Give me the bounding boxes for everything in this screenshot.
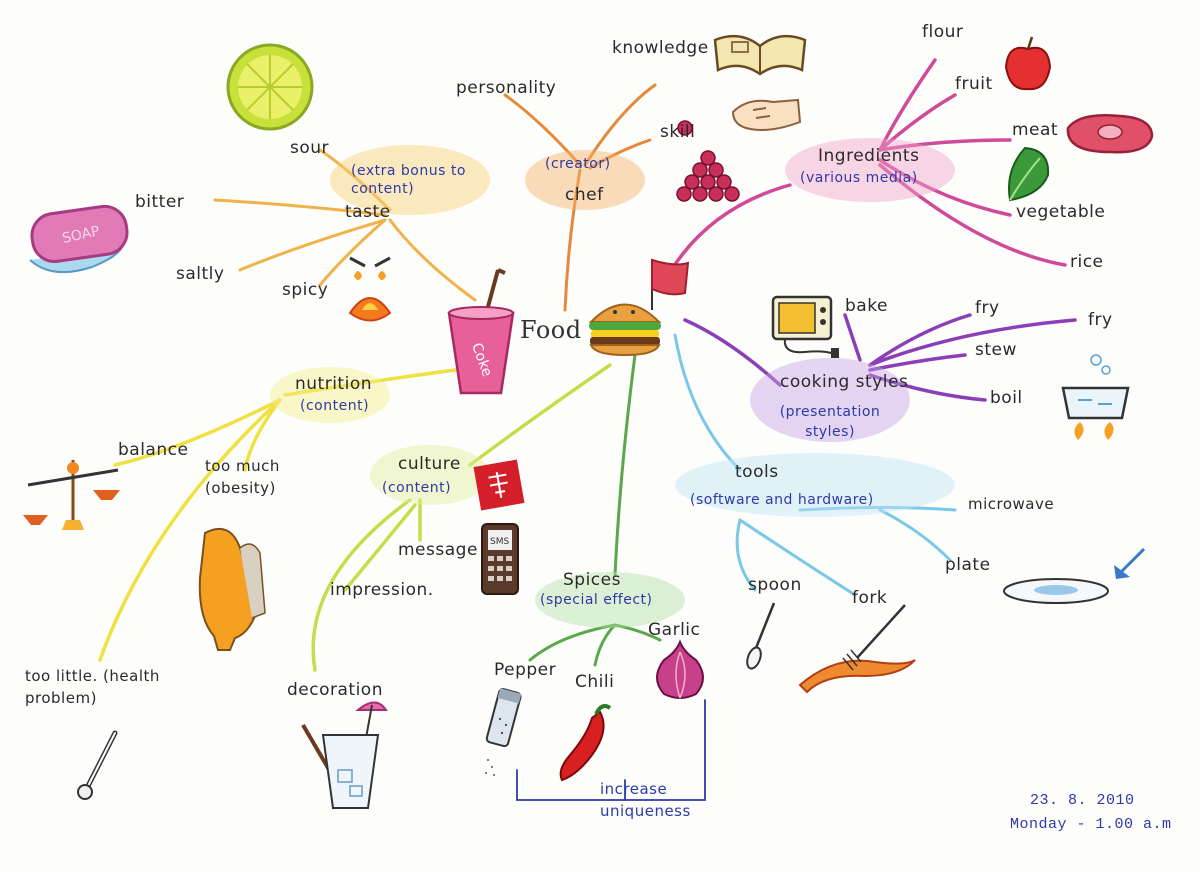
flag-icon [651, 258, 690, 310]
oven-icon [771, 295, 839, 358]
taste-child-sour: sour [290, 138, 330, 158]
cherries-icon [676, 120, 740, 202]
cooking-child-fry-2: fry [1088, 310, 1113, 330]
chili-face-icon [348, 256, 392, 322]
nutrition-branch [98, 368, 457, 662]
ingredients-child-flour: flour [922, 22, 964, 42]
cooking-branch [683, 313, 1077, 402]
nutrition-label: nutrition [295, 374, 372, 394]
chef-note: (creator) [545, 156, 611, 172]
red-stamp-icon [473, 459, 525, 511]
tools-note: (software and hardware) [690, 492, 874, 508]
culture-note: (content) [382, 480, 452, 496]
culture-label: culture [398, 454, 461, 474]
meat-icon [1066, 114, 1154, 154]
chef-branch [503, 83, 657, 312]
thermometer-icon [77, 730, 118, 800]
pepper-icon [559, 704, 612, 782]
cooking-child-stew: stew [975, 340, 1017, 360]
tools-child-microwave: microwave [968, 495, 1055, 513]
soap-icon: SOAP [29, 204, 129, 274]
ingredients-child-vegetable: vegetable [1016, 202, 1106, 222]
bottle-icon [198, 528, 266, 651]
chef-child-knowledge: knowledge [612, 38, 709, 58]
cooking-label: cooking styles [780, 372, 909, 392]
chef-child-skill: skill [660, 122, 696, 142]
ingredients-child-meat: meat [1012, 120, 1059, 140]
taste-child-spicy: spicy [282, 280, 329, 300]
spices-branch [528, 353, 662, 667]
spoon-icon [746, 602, 776, 670]
chef-child-personality: personality [456, 78, 557, 98]
phone-icon: SMS [481, 523, 519, 595]
ingredients-child-rice: rice [1070, 252, 1104, 272]
pot-icon [1061, 354, 1130, 440]
cooking-child-fry-1: fry [975, 298, 1000, 318]
ingredients-label: Ingredients [818, 146, 920, 166]
book-icon [713, 34, 807, 76]
uniqueness-bracket [516, 699, 706, 801]
cooking-child-bake: bake [845, 296, 888, 316]
cup-icon [301, 701, 388, 809]
taste-note: (extra bonus to content) [351, 163, 466, 197]
spices-label: Spices [563, 570, 621, 590]
nutrition-note: (content) [300, 398, 370, 414]
nutrition-child-too-much: too much (obesity) [205, 457, 280, 497]
burger-icon [588, 303, 662, 357]
nutrition-child-balance: balance [118, 440, 189, 460]
nutrition-child-too-little: too little. (health problem) [25, 667, 160, 707]
fork-icon [798, 604, 916, 694]
time-line: Monday - 1.00 a.m [1010, 816, 1172, 833]
tools-label: tools [735, 462, 779, 482]
taste-child-saltly: saltly [176, 264, 225, 284]
taste-label: taste [345, 202, 391, 222]
spices-child-garlic: Garlic [648, 620, 701, 640]
culture-child-message: message [398, 540, 478, 560]
cooking-note: (presentation styles) [779, 404, 881, 440]
coke-icon: Coke [447, 268, 515, 395]
lettuce-icon [1008, 146, 1050, 202]
date-line: 23. 8. 2010 [1030, 792, 1135, 809]
spices-child-pepper: Pepper [494, 660, 557, 680]
taste-branch [213, 148, 477, 302]
tools-child-fork: fork [852, 588, 888, 608]
taste-child-bitter: bitter [135, 192, 185, 212]
tools-branch [673, 333, 957, 597]
culture-child-decoration: decoration [287, 680, 383, 700]
arrow-icon [1114, 547, 1146, 579]
culture-child-impression: impression. [330, 580, 434, 600]
tools-child-spoon: spoon [748, 575, 802, 595]
apple-icon [1004, 36, 1052, 91]
ingredients-note: (various media) [800, 170, 918, 186]
spices-note: (special effect) [540, 592, 653, 608]
tools-child-plate: plate [945, 555, 991, 575]
spices-child-chili: Chili [575, 672, 615, 692]
shaker-icon [485, 688, 522, 776]
lemon-icon [226, 43, 314, 131]
cooking-child-boil: boil [990, 388, 1023, 408]
spices-summary: increase uniqueness [600, 780, 691, 820]
scale-icon [23, 460, 120, 530]
garlic-icon [656, 639, 704, 699]
soap-text: SOAP [61, 223, 101, 246]
culture-branch [311, 363, 612, 672]
hand-icon [731, 98, 802, 131]
ingredients-child-fruit: fruit [955, 74, 993, 94]
center-topic: Food [520, 316, 582, 344]
phone-text: SMS [490, 537, 509, 547]
chef-label: chef [565, 185, 604, 205]
plate-icon [1003, 578, 1109, 604]
ingredients-branch [658, 58, 1067, 292]
